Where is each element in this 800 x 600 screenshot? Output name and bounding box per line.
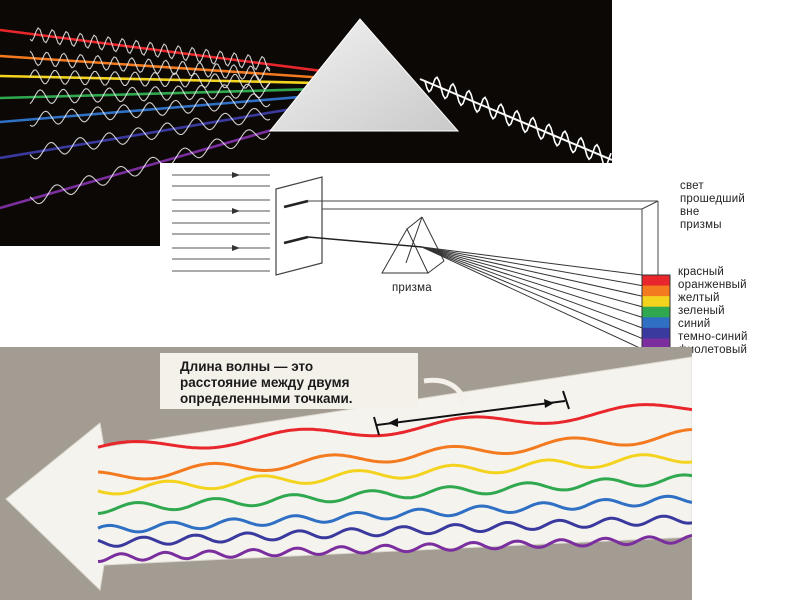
ray-wave-4	[29, 82, 271, 105]
spectrum-band-1	[642, 275, 670, 287]
spectrum-band-5	[642, 317, 670, 329]
spectrum-band-4	[642, 306, 670, 318]
color-wave-6	[97, 514, 692, 548]
lower-slit	[283, 235, 309, 245]
ray-wave-6	[29, 107, 271, 160]
fan-line	[421, 246, 643, 318]
callout-pointer-head	[456, 393, 470, 407]
wavelength-tick-left	[373, 416, 380, 436]
ray-wave-1	[29, 27, 271, 72]
fan-line	[421, 246, 643, 339]
color-wave-4	[97, 473, 692, 515]
dispersion-fan	[421, 246, 643, 350]
wavelength-tick-right	[562, 390, 570, 410]
incoming-light-lines	[172, 174, 270, 272]
beam-into-prism	[307, 236, 423, 248]
fan-line	[421, 246, 643, 329]
spectrum-bar	[641, 274, 671, 350]
upper-slit	[283, 199, 309, 209]
callout-box	[160, 353, 418, 409]
ray-waveforms	[29, 27, 271, 205]
fan-line	[421, 246, 643, 287]
ray-wave-2	[29, 50, 271, 81]
color-wave-5	[97, 494, 692, 534]
ray-wave-3	[29, 69, 271, 90]
callout-text: Длина волны — это расстояние между двумя…	[180, 359, 353, 406]
measure-arrowhead-right	[544, 399, 554, 408]
spectrum-label-4: зеленый	[678, 305, 725, 317]
prism-schematic: свет прошедший вне призмы призма красный…	[172, 172, 748, 355]
outside-prism-label: свет прошедший вне призмы	[680, 180, 748, 231]
spectrum-label-3: желтый	[678, 292, 720, 304]
spectrum-label-5: синий	[678, 318, 710, 330]
spectrum-band-3	[642, 296, 670, 308]
color-wave-7	[97, 534, 692, 563]
spectrum-band-6	[642, 327, 670, 339]
color-wave-2	[97, 428, 692, 481]
fan-line	[421, 246, 643, 308]
direction-arrows	[232, 172, 240, 251]
wavelength-measure-line	[376, 400, 566, 426]
ray-wave-5	[29, 93, 271, 127]
spectrum-label-1: красный	[678, 266, 724, 278]
prism-label: призма	[392, 282, 432, 294]
spectrum-label-7: фиолетовый	[678, 344, 747, 355]
glass-prism	[268, 18, 460, 132]
callout-pointer	[423, 377, 465, 397]
fan-line	[421, 246, 643, 350]
wavelength-illustration: Длина волны — это расстояние между двумя…	[5, 353, 692, 592]
spectrum-label-6: темно-синий	[678, 331, 748, 343]
color-wave-3	[97, 453, 692, 496]
measure-arrowhead-left	[388, 418, 398, 427]
white-light-wave	[424, 75, 612, 168]
wavelength-panel: Длина волны — это расстояние между двумя…	[0, 347, 692, 600]
prism-photo-illustration	[0, 18, 612, 210]
slit-screen	[275, 176, 323, 276]
spectrum-band-2	[642, 285, 670, 297]
spectrum-label-2: оранженвый	[678, 279, 747, 291]
ray-wave-7	[29, 129, 271, 205]
spectrum-band-7	[642, 338, 670, 350]
color-waves	[97, 403, 692, 563]
fan-line	[421, 246, 643, 297]
outside-beam	[308, 200, 659, 339]
prism-schematic-panel: свет прошедший вне призмы призма красный…	[160, 163, 772, 355]
incoming-white-beam	[419, 78, 612, 161]
spectrum-labels: красныйоранженвыйжелтыйзеленыйсинийтемно…	[678, 266, 748, 355]
color-wave-1	[97, 403, 692, 450]
big-arrow	[5, 356, 692, 592]
fan-line	[421, 246, 643, 276]
